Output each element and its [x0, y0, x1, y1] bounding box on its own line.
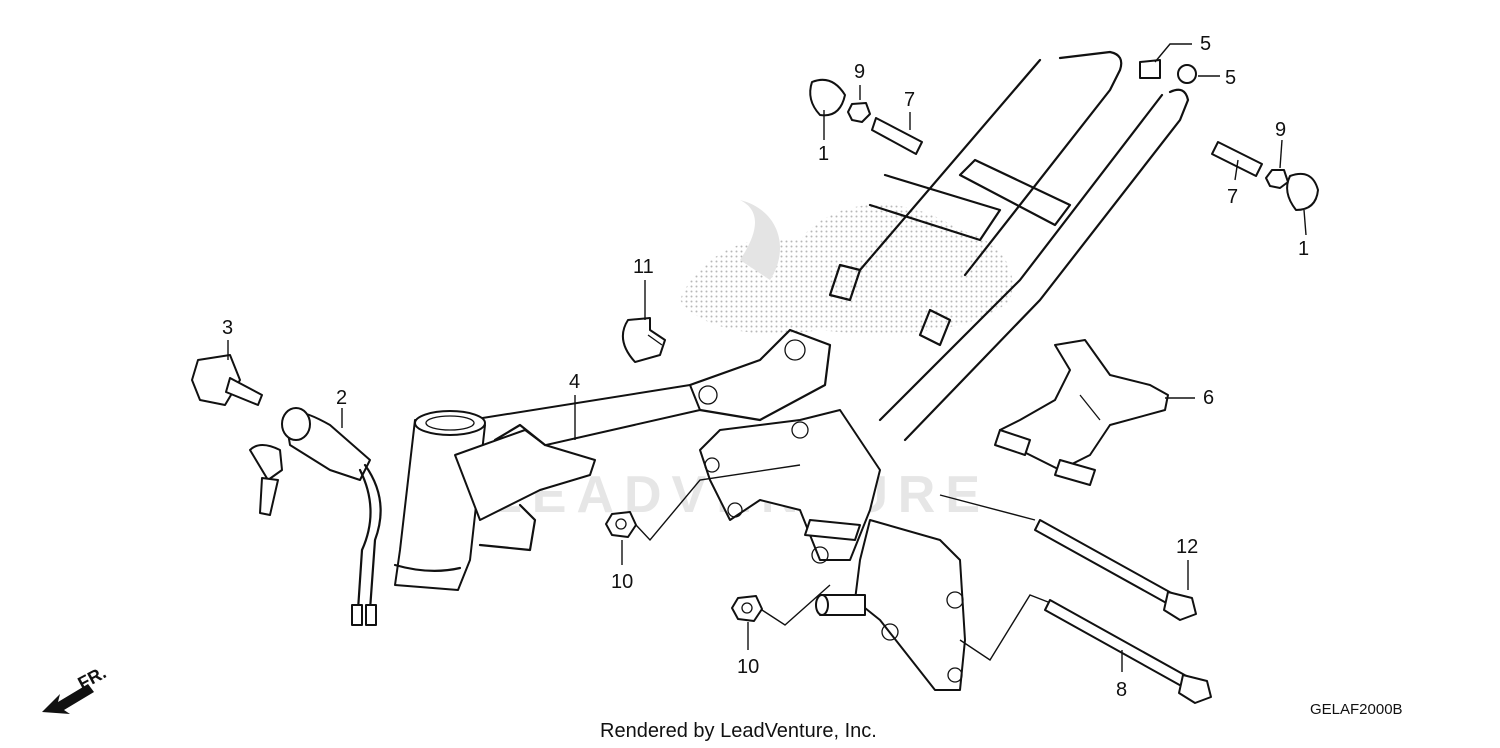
callout-12: 12 — [1176, 536, 1198, 558]
callout-4: 4 — [569, 371, 580, 393]
callout-7-left: 7 — [904, 89, 915, 111]
part-11-clip — [621, 317, 666, 363]
callout-1-left: 1 — [818, 143, 829, 165]
callout-8: 8 — [1116, 679, 1127, 701]
leader-lines — [227, 43, 1307, 672]
part-3-key-cover — [191, 354, 263, 406]
part-6-bracket — [994, 339, 1169, 486]
main-frame — [393, 50, 1190, 691]
callout-1-right: 1 — [1298, 238, 1309, 260]
part-2-ignition-switch — [249, 407, 382, 626]
upper-left-hardware — [809, 78, 923, 155]
callout-11: 11 — [633, 256, 654, 278]
front-direction-indicator: FR. — [42, 662, 109, 714]
callout-2: 2 — [336, 387, 347, 409]
callout-labels: 1 1 2 3 4 5 5 6 7 7 8 9 9 10 10 11 12 — [222, 33, 1309, 701]
front-arrow-icon — [42, 684, 94, 714]
upper-right-hardware — [1139, 59, 1319, 211]
diagram-code: GELAF2000B — [1310, 701, 1403, 718]
part-8-bolt — [1044, 599, 1212, 704]
callout-5-lower: 5 — [1225, 67, 1236, 89]
callout-10-lower: 10 — [737, 656, 759, 678]
footer-credit: Rendered by LeadVenture, Inc. — [600, 720, 877, 742]
callout-6: 6 — [1203, 387, 1214, 409]
part-10-nuts — [605, 511, 763, 622]
callout-9-left: 9 — [854, 61, 865, 83]
callout-7-right: 7 — [1227, 186, 1238, 208]
callout-9-right: 9 — [1275, 119, 1286, 141]
callout-3: 3 — [222, 317, 233, 339]
callout-10-left: 10 — [611, 571, 633, 593]
callout-5-upper: 5 — [1200, 33, 1211, 55]
part-12-bolt — [1034, 519, 1197, 621]
fr-label: FR. — [74, 662, 109, 693]
